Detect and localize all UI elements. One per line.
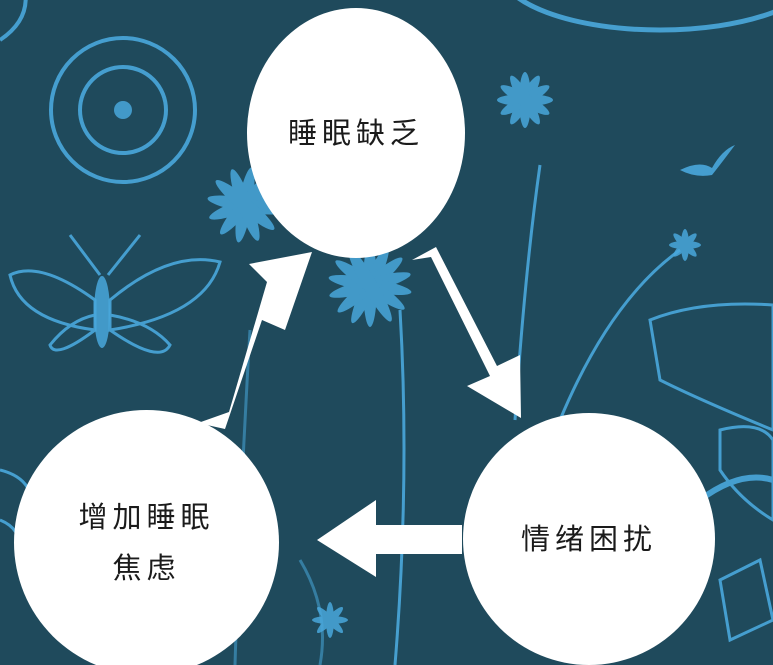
butterfly-right-wing: [648, 302, 773, 432]
dotted-disc-decoration: [517, 0, 773, 33]
target-circle-decoration: [49, 36, 197, 184]
node-label: 睡眠缺乏: [287, 115, 424, 150]
node-label: 增加睡眠 焦虑: [78, 499, 215, 585]
bird-decoration: [680, 145, 735, 176]
node-label: 情绪困扰: [520, 521, 657, 556]
node-emotional-distress: 情绪困扰: [463, 413, 715, 665]
node-sleep-anxiety: 增加睡眠 焦虑: [14, 410, 279, 665]
moth-body: [94, 276, 110, 348]
moth-left-wing: [8, 269, 97, 332]
node-sleep-deprivation: 睡眠缺乏: [247, 8, 465, 258]
watch-ring-decoration: [698, 474, 773, 503]
flower-stem: [513, 164, 542, 421]
arc-decoration: [0, 0, 28, 42]
